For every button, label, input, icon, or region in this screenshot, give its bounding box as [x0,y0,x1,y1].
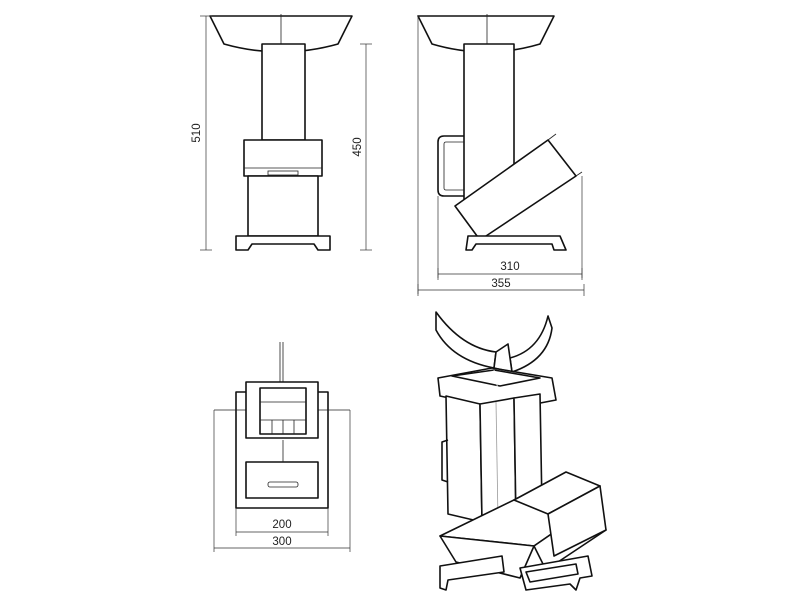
isometric-view [435,311,607,591]
dim-label-355: 355 [491,278,510,290]
iso-feeder-front [439,535,535,579]
front-base-feet [235,235,331,251]
iso-bowl-back [493,343,513,373]
iso-bowl-left-wing [435,311,497,369]
front-slot [267,170,299,176]
side-handle [437,135,464,197]
dim-label-310: 310 [500,261,519,273]
dim-label-200: 200 [272,519,291,531]
iso-bowl-right-wing [509,315,553,373]
top-view: 200 300 [213,342,351,552]
iso-base-left [439,555,505,591]
front-view: 510 450 [191,14,372,251]
side-view: 310 355 [417,14,585,296]
iso-handle [441,439,449,483]
front-fuel-box [243,139,323,177]
top-slot [267,481,299,488]
front-column [261,43,306,141]
iso-column-left [445,395,483,523]
dim-label-510: 510 [191,123,203,142]
dim-label-450: 450 [352,137,364,156]
top-fuel-box [245,461,319,499]
side-base [465,235,567,251]
dim-label-300: 300 [272,536,291,548]
front-lower-body [247,175,319,237]
